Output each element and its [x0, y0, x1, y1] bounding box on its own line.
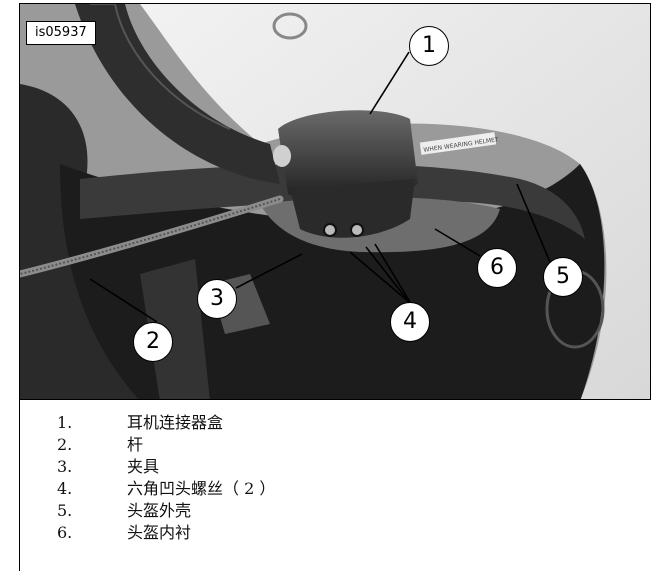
callout-6: 6 — [477, 248, 517, 288]
helmet-shell-exterior — [140, 4, 650, 399]
callout-4: 4 — [390, 302, 430, 342]
screw — [350, 223, 364, 237]
connector-box — [278, 110, 418, 203]
callout-5: 5 — [543, 257, 583, 297]
callout-2: 2 — [133, 322, 173, 362]
helmet-label — [419, 131, 497, 156]
legend-item: 4.六角凹头螺丝（ 2 ） — [57, 479, 276, 498]
bracket-arm — [75, 4, 280, 184]
figure-legend: 1.耳机连接器盒 2.杆 3.夹具 4.六角凹头螺丝（ 2 ） 5.头盔外壳 6… — [57, 412, 275, 544]
screw — [323, 223, 337, 237]
legend-item: 6.头盔内衬 — [57, 523, 192, 542]
leader-lines — [89, 51, 551, 323]
shell-rim — [80, 163, 585, 239]
helmet-illustration: WHEN WEARING HELMET — [20, 4, 650, 399]
inner-padding-left — [20, 84, 178, 399]
strap — [140, 259, 210, 399]
helmet-vent-ring — [272, 12, 308, 40]
legend-item: 5.头盔外壳 — [57, 501, 192, 520]
legend-item: 3.夹具 — [57, 457, 160, 476]
callout-1: 1 — [409, 26, 449, 66]
jack — [273, 145, 291, 167]
legend-item: 2.杆 — [57, 435, 144, 454]
figure-photo: WHEN WEARING HELMET is05937 1 2 3 4 5 6 — [19, 3, 651, 400]
callout-3: 3 — [197, 279, 237, 319]
legend-item: 1.耳机连接器盒 — [57, 413, 224, 432]
clamp — [290, 179, 415, 238]
figure-id-label: is05937 — [26, 21, 96, 45]
legend-divider — [19, 400, 20, 571]
